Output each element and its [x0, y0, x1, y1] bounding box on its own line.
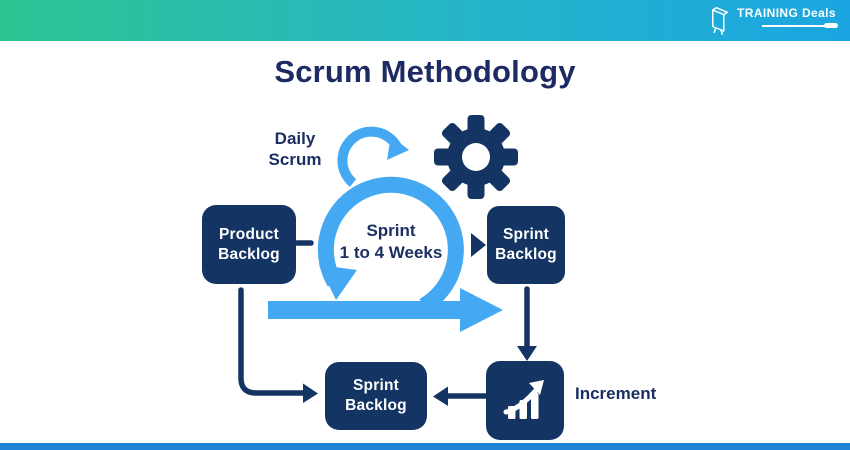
connector-sprint-to-increment-arrowhead [517, 346, 537, 361]
increment-label: Increment [575, 384, 657, 403]
logo-text-block: TRAINING Deals [737, 6, 838, 29]
daily-scrum-label: Daily Scrum [258, 128, 332, 170]
daily-scrum-line2: Scrum [268, 150, 322, 169]
gear-icon [434, 115, 518, 199]
logo-underline [762, 23, 838, 29]
increment-box [486, 361, 564, 440]
logo-text: TRAINING Deals [737, 6, 836, 20]
sprint-loop-label: Sprint 1 to 4 Weeks [316, 220, 466, 264]
sprint-backlog-right-line1: Sprint [503, 226, 549, 243]
sprint-backlog-bottom-line1: Sprint [353, 377, 399, 394]
connector-product-to-bottom-sprint [238, 287, 306, 396]
logo-board-icon [712, 6, 729, 35]
connector-product-to-bottom-sprint-arrowhead [303, 383, 318, 403]
product-backlog-box: Product Backlog [202, 205, 296, 284]
logo-brand-light: Deals [801, 6, 836, 20]
product-backlog-line1: Product [219, 225, 279, 243]
connector-loop-to-sprint-arrowhead [471, 233, 486, 257]
sprint-loop-arrow-icon [317, 176, 464, 313]
daily-scrum-line1: Daily [274, 129, 316, 148]
growth-chart-icon [503, 379, 544, 419]
logo-brand-bold: TRAINING [737, 6, 799, 20]
sprint-backlog-bottom-box: Sprint Backlog [325, 362, 427, 430]
daily-scrum-loop-arrow-icon [337, 126, 403, 187]
page-title: Scrum Methodology [274, 54, 576, 89]
sprint-loop-line2: 1 to 4 Weeks [339, 243, 443, 262]
sprint-loop-line1: Sprint [366, 221, 416, 240]
sprint-backlog-bottom-line2: Backlog [345, 397, 407, 414]
sprint-backlog-right-line2: Backlog [495, 246, 557, 263]
flow-arrow-body [268, 301, 466, 319]
connector-increment-to-bottom-sprint-arrowhead [433, 386, 448, 406]
footer-bar [0, 443, 850, 450]
sprint-loop-arrowhead [319, 265, 357, 300]
logo-underline-rule [762, 25, 836, 27]
sprint-backlog-right-box: Sprint Backlog [487, 206, 565, 284]
brand-logo: TRAINING Deals [710, 6, 838, 36]
logo-marker-pill-icon [824, 23, 838, 28]
flow-arrowhead [460, 288, 503, 332]
header-bar: TRAINING Deals [0, 0, 850, 41]
product-backlog-line2: Backlog [218, 245, 280, 263]
daily-scrum-loop-arrowhead [387, 136, 409, 160]
